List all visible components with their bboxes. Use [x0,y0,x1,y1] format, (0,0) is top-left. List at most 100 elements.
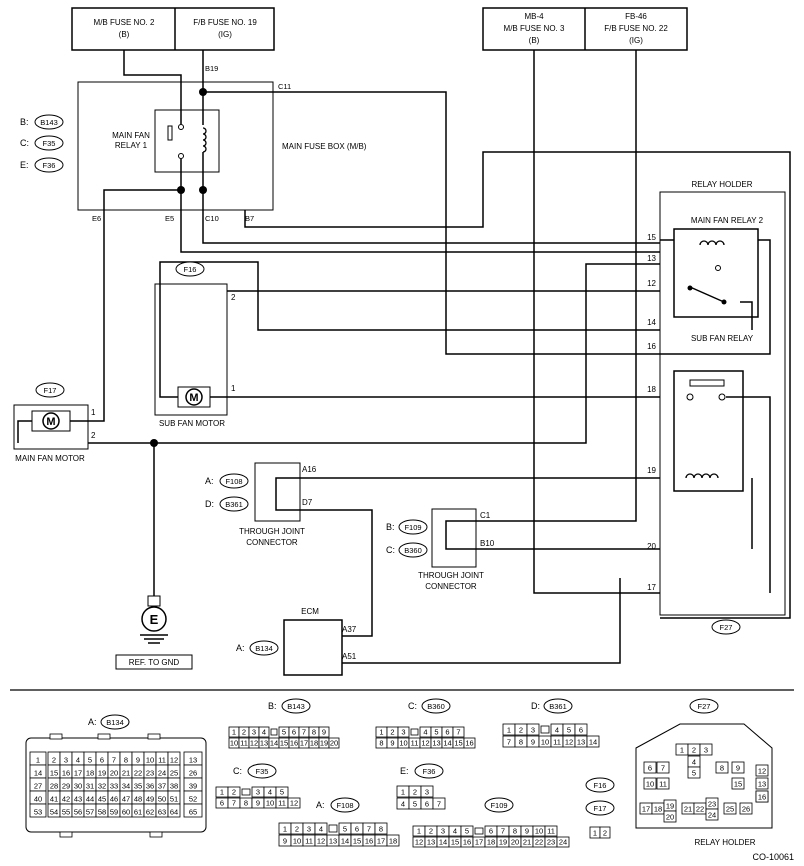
f109-cell [474,827,484,835]
f27-pin: 2 [692,746,696,755]
f108-pin: 6 [355,825,359,834]
b360-pin: 4 [423,728,427,737]
f109-pin: 17 [475,838,483,847]
main-fan-relay1-label2: RELAY 1 [115,141,148,150]
b134-pin: 31 [86,782,94,791]
f109-cell [544,825,558,837]
f27-pin: 22 [696,805,704,814]
b134-cell [183,803,203,818]
b143-pin: 16 [290,739,298,748]
b143-pin: 10 [230,739,238,748]
f109-pin: 20 [511,838,519,847]
f108-pin: 17 [377,837,385,846]
conn-e-tag: E: [20,160,29,170]
term-e6: E6 [92,214,101,223]
b360-tag: C: [408,701,417,711]
b134-pin: 64 [170,808,178,817]
f36-title: F36 [423,767,436,776]
b361-pin: 9 [531,738,535,747]
f17-pin: 1 [593,829,597,838]
f27-pin: 23 [708,800,716,809]
b143-pin: 14 [270,739,278,748]
b134-pin: 25 [170,769,178,778]
f109-pin: 3 [441,827,445,836]
b361-pin: 14 [589,738,597,747]
b143-pin: 1 [232,728,236,737]
f109-cell [460,825,474,837]
b134-pin: 21 [122,769,130,778]
f17-cell [599,826,611,839]
b134-pin: 19 [98,769,106,778]
f27-pin: 19 [666,802,674,811]
f108-pin: 18 [389,837,397,846]
f109-pin: 12 [415,838,423,847]
main-motor-pin1: 1 [91,408,96,417]
b143-title: B143 [287,702,305,711]
b134-pin: 37 [158,782,166,791]
b134-pin: 56 [74,808,82,817]
f27-cell [687,766,701,779]
b134-pin: 36 [146,782,154,791]
term-b7: B7 [245,214,254,223]
f109-cell [556,836,570,848]
conn-b360: B360 [404,546,422,555]
b134-pin: 11 [158,756,166,765]
b134-pin: 10 [146,756,154,765]
f109-pin: 15 [451,838,459,847]
b134-pin: 47 [122,795,130,804]
b134-pin: 42 [62,795,70,804]
fuse-fb46-label: FB-46 [625,12,647,21]
f35-pin: 9 [256,799,260,808]
f108-pin: 12 [317,837,325,846]
f35-pin: 3 [256,788,260,797]
conn-b361: B361 [225,500,243,509]
sub-fan-motor: F16 M 2 1 SUB FAN MOTOR [154,261,236,428]
f27-pin: 21 [684,805,692,814]
f108-pin: 9 [283,837,287,846]
conn-f17: F17 [44,386,57,395]
f108-pin: 10 [293,837,301,846]
main-fan-relay1-label: MAIN FAN [112,131,150,140]
b360-pin: 15 [454,739,462,748]
pin-18: 18 [647,385,656,394]
f109-pin: 13 [427,838,435,847]
b134-pin: 58 [98,808,106,817]
b134-pin: 51 [170,795,178,804]
b361-pin: 5 [567,726,571,735]
fuse-mb3-sub: (B) [529,36,540,45]
b134-pin: 43 [74,795,82,804]
f109-pin: 16 [463,838,471,847]
f109-pin: 10 [535,827,543,836]
f27-cell [715,761,729,774]
through-joint-connector-1: A16 D7 A: F108 D: B361 THROUGH JOINT CON… [205,462,317,547]
f108-pin: 5 [343,825,347,834]
b143-pin: 11 [240,739,248,748]
f109-pin: 19 [499,838,507,847]
b134-pin: 33 [110,782,118,791]
f109-pin: 21 [523,838,531,847]
b361-cell [574,723,588,736]
f108-title: F108 [336,801,353,810]
f36-pin: 7 [437,800,441,809]
b134-pin: 57 [86,808,94,817]
tjc1-a-tag: A: [205,476,214,486]
conn-f27: F27 [720,623,733,632]
tjc2-c1: C1 [480,511,491,520]
f109-pin: 5 [465,827,469,836]
b134-pin: 2 [52,756,56,765]
sub-fan-motor-label: SUB FAN MOTOR [159,419,225,428]
b360-pin: 6 [445,728,449,737]
b361-cell [540,725,550,734]
b134-pin: 62 [146,808,154,817]
b361-cell [586,735,600,748]
f35-cell [275,786,289,798]
fuse-mb2-label: M/B FUSE NO. 2 [94,18,155,27]
f36-tag: E: [400,766,409,776]
f108-pin: 4 [319,825,323,834]
b134-pin: 39 [189,782,197,791]
term-e5: E5 [165,214,174,223]
f108-pin: 7 [367,825,371,834]
pin-17: 17 [647,583,656,592]
